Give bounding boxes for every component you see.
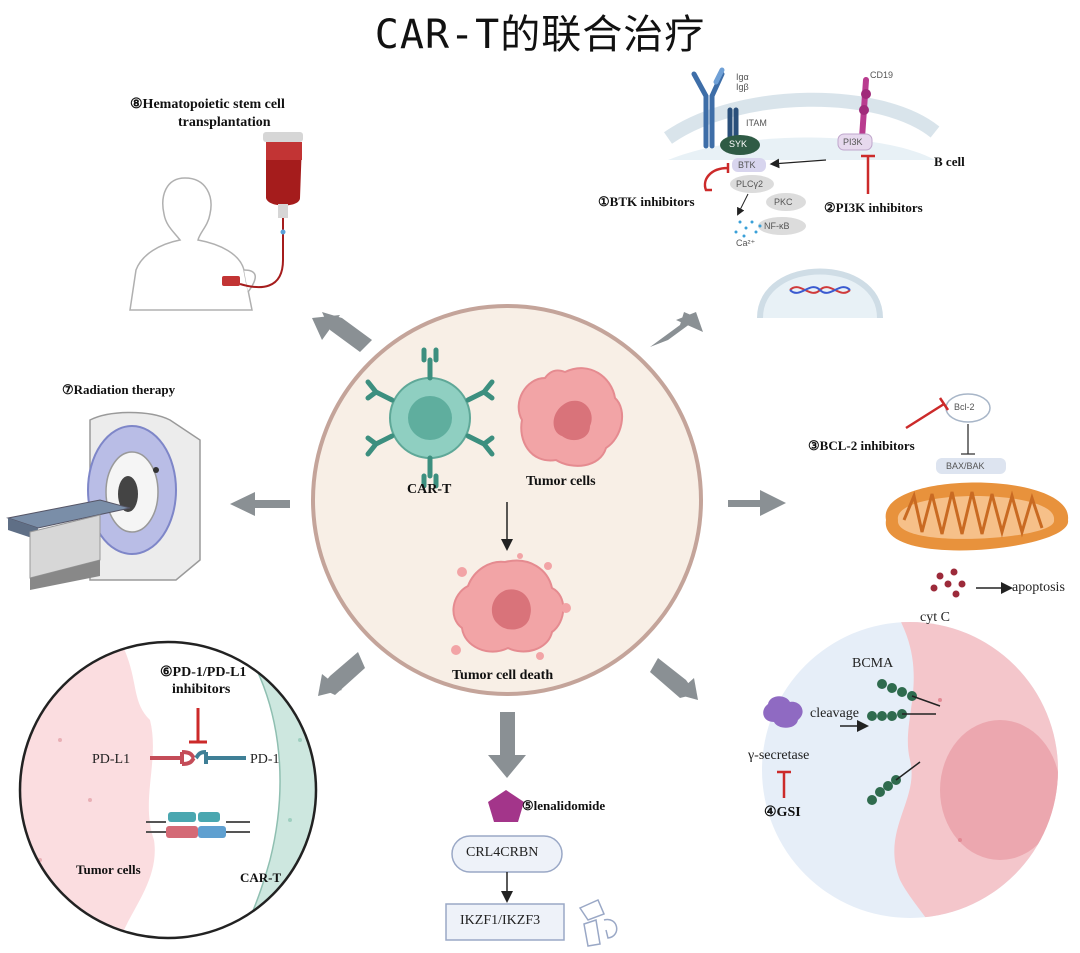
b-cell-label: B cell	[934, 154, 965, 169]
itam-label: ITAM	[746, 118, 767, 128]
cleavage-label: cleavage	[810, 706, 859, 721]
cd19-icon	[859, 77, 871, 141]
btk-inhibitors-label: ①BTK inhibitors	[598, 194, 695, 209]
syk-label: SYK	[729, 139, 748, 149]
tumor-cell-icon	[517, 367, 623, 467]
patient-body-icon	[129, 177, 256, 311]
gamma-secretase-label: γ-secretase	[748, 748, 810, 763]
cyt-c-dots-icon	[930, 568, 966, 598]
btk-icon	[732, 158, 766, 172]
igbeta-label: Igβ	[736, 82, 749, 92]
mitochondrion-icon	[885, 482, 1069, 551]
pd1-inhibitors-label-line2: inhibitors	[172, 682, 231, 697]
car-t-cell-icon	[365, 347, 495, 489]
pkc-icon	[766, 193, 806, 211]
gsi-label: ④GSI	[764, 805, 801, 820]
pd1-panel-circle	[18, 640, 318, 940]
bcma-receptor-icon	[867, 679, 917, 805]
bcma-label: BCMA	[852, 656, 894, 671]
pi3k-label: PI3K	[843, 137, 863, 147]
degraded-protein-icon	[578, 899, 618, 947]
apoptosis-label: apoptosis	[1012, 580, 1065, 595]
gamma-secretase-icon	[763, 696, 803, 728]
nfkb-icon	[758, 217, 806, 235]
pi3k-inhibitors-label: ②PI3K inhibitors	[824, 200, 923, 215]
crl4crbn-label: CRL4CRBN	[466, 845, 539, 860]
pd1-inhibitor-mark	[189, 708, 207, 744]
pd1-tumor-cells-label: Tumor cells	[76, 862, 141, 877]
tumor-cell-death-icon	[451, 553, 571, 660]
btk-label: BTK	[738, 160, 756, 170]
ca-ions-icon	[734, 220, 762, 238]
pd-1-label: PD-1	[250, 752, 280, 767]
pd-l1-icon	[150, 750, 196, 766]
syk-icon	[720, 135, 760, 155]
bcl2-label: Bcl-2	[954, 402, 975, 412]
gsi-panel-circle	[762, 622, 1058, 918]
igalpha-label: Igα	[736, 72, 749, 82]
blood-bag-icon	[222, 132, 303, 289]
bcl2-inhibitors-label: ③BCL-2 inhibitors	[808, 438, 915, 453]
pi3k-inhibitor-mark	[861, 154, 875, 194]
car-t-label: CAR-T	[407, 482, 452, 497]
plcg2-label: PLCγ2	[736, 179, 764, 189]
cd19-label: CD19	[870, 70, 894, 80]
lenalidomide-icon	[488, 790, 524, 822]
ca-label: Ca²⁺	[736, 238, 756, 248]
cyt-c-label: cyt C	[920, 610, 950, 625]
pkc-label: PKC	[774, 197, 793, 207]
lenalidomide-label: ⑤lenalidomide	[522, 798, 606, 813]
tcr-mhc-icon	[146, 812, 250, 838]
bax-bak-label: BAX/BAK	[946, 461, 985, 471]
direction-arrows	[230, 312, 786, 778]
radiation-machine-icon	[6, 411, 201, 590]
page-title: CAR-T的联合治疗	[374, 12, 706, 58]
bax-bak-icon	[936, 458, 1006, 474]
radiation-therapy-label: ⑦Radiation therapy	[62, 382, 176, 397]
bcl2-inhibitor-mark	[905, 397, 950, 430]
pd1-inhibitors-label-line1: ⑥PD-1/PD-L1	[160, 665, 247, 680]
plcg2-icon	[730, 175, 774, 193]
pd-1-icon	[194, 750, 246, 764]
hsct-label-line2: transplantation	[178, 115, 271, 130]
pd1-car-t-label: CAR-T	[240, 870, 282, 885]
pi3k-icon	[837, 133, 873, 151]
gsi-inhibitor-mark	[777, 770, 791, 798]
ikzf-box	[445, 903, 565, 941]
btk-inhibitor-mark	[703, 163, 730, 192]
tumor-cells-label: Tumor cells	[526, 474, 596, 489]
hsct-label-line1: ⑧Hematopoietic stem cell	[130, 97, 285, 112]
tumor-cell-death-label: Tumor cell death	[452, 668, 554, 683]
ikzf-label: IKZF1/IKZF3	[460, 913, 541, 928]
pd-l1-label: PD-L1	[92, 752, 131, 767]
nfkb-label: NF-κB	[764, 221, 790, 231]
